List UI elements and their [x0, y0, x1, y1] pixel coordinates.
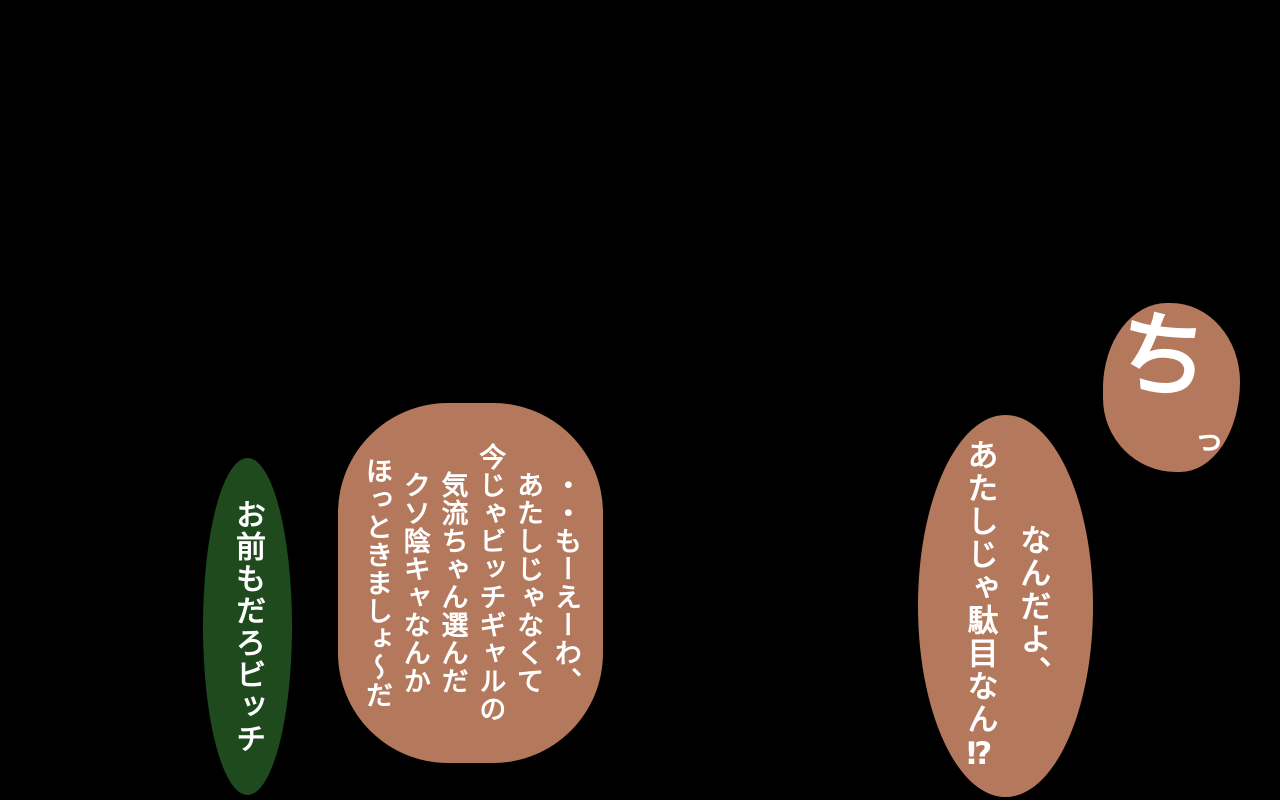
speech-bubble-green-retort: お前もだろビッチ — [203, 458, 292, 795]
speech-bubble-complaint: なんだよ、 あたしじゃ駄目なん⁉ — [918, 415, 1093, 797]
tsk-small-character: っ — [1191, 420, 1227, 461]
speech-bubble-monologue: ・・もーえーわ、 あたしじゃなくて 今じゃビッチギャルの 気流ちゃん選んだ クソ… — [338, 403, 603, 763]
speech-bubble-tsk: ち っ — [1103, 295, 1240, 472]
speech-text-monologue: ・・もーえーわ、 あたしじゃなくて 今じゃビッチギャルの 気流ちゃん選んだ クソ… — [360, 443, 581, 723]
tsk-main-character: ち — [1108, 295, 1218, 418]
speech-text-complaint: なんだよ、 あたしじゃ駄目なん⁉ — [961, 438, 1051, 774]
speech-text-green-retort: お前もだろビッチ — [230, 498, 265, 755]
